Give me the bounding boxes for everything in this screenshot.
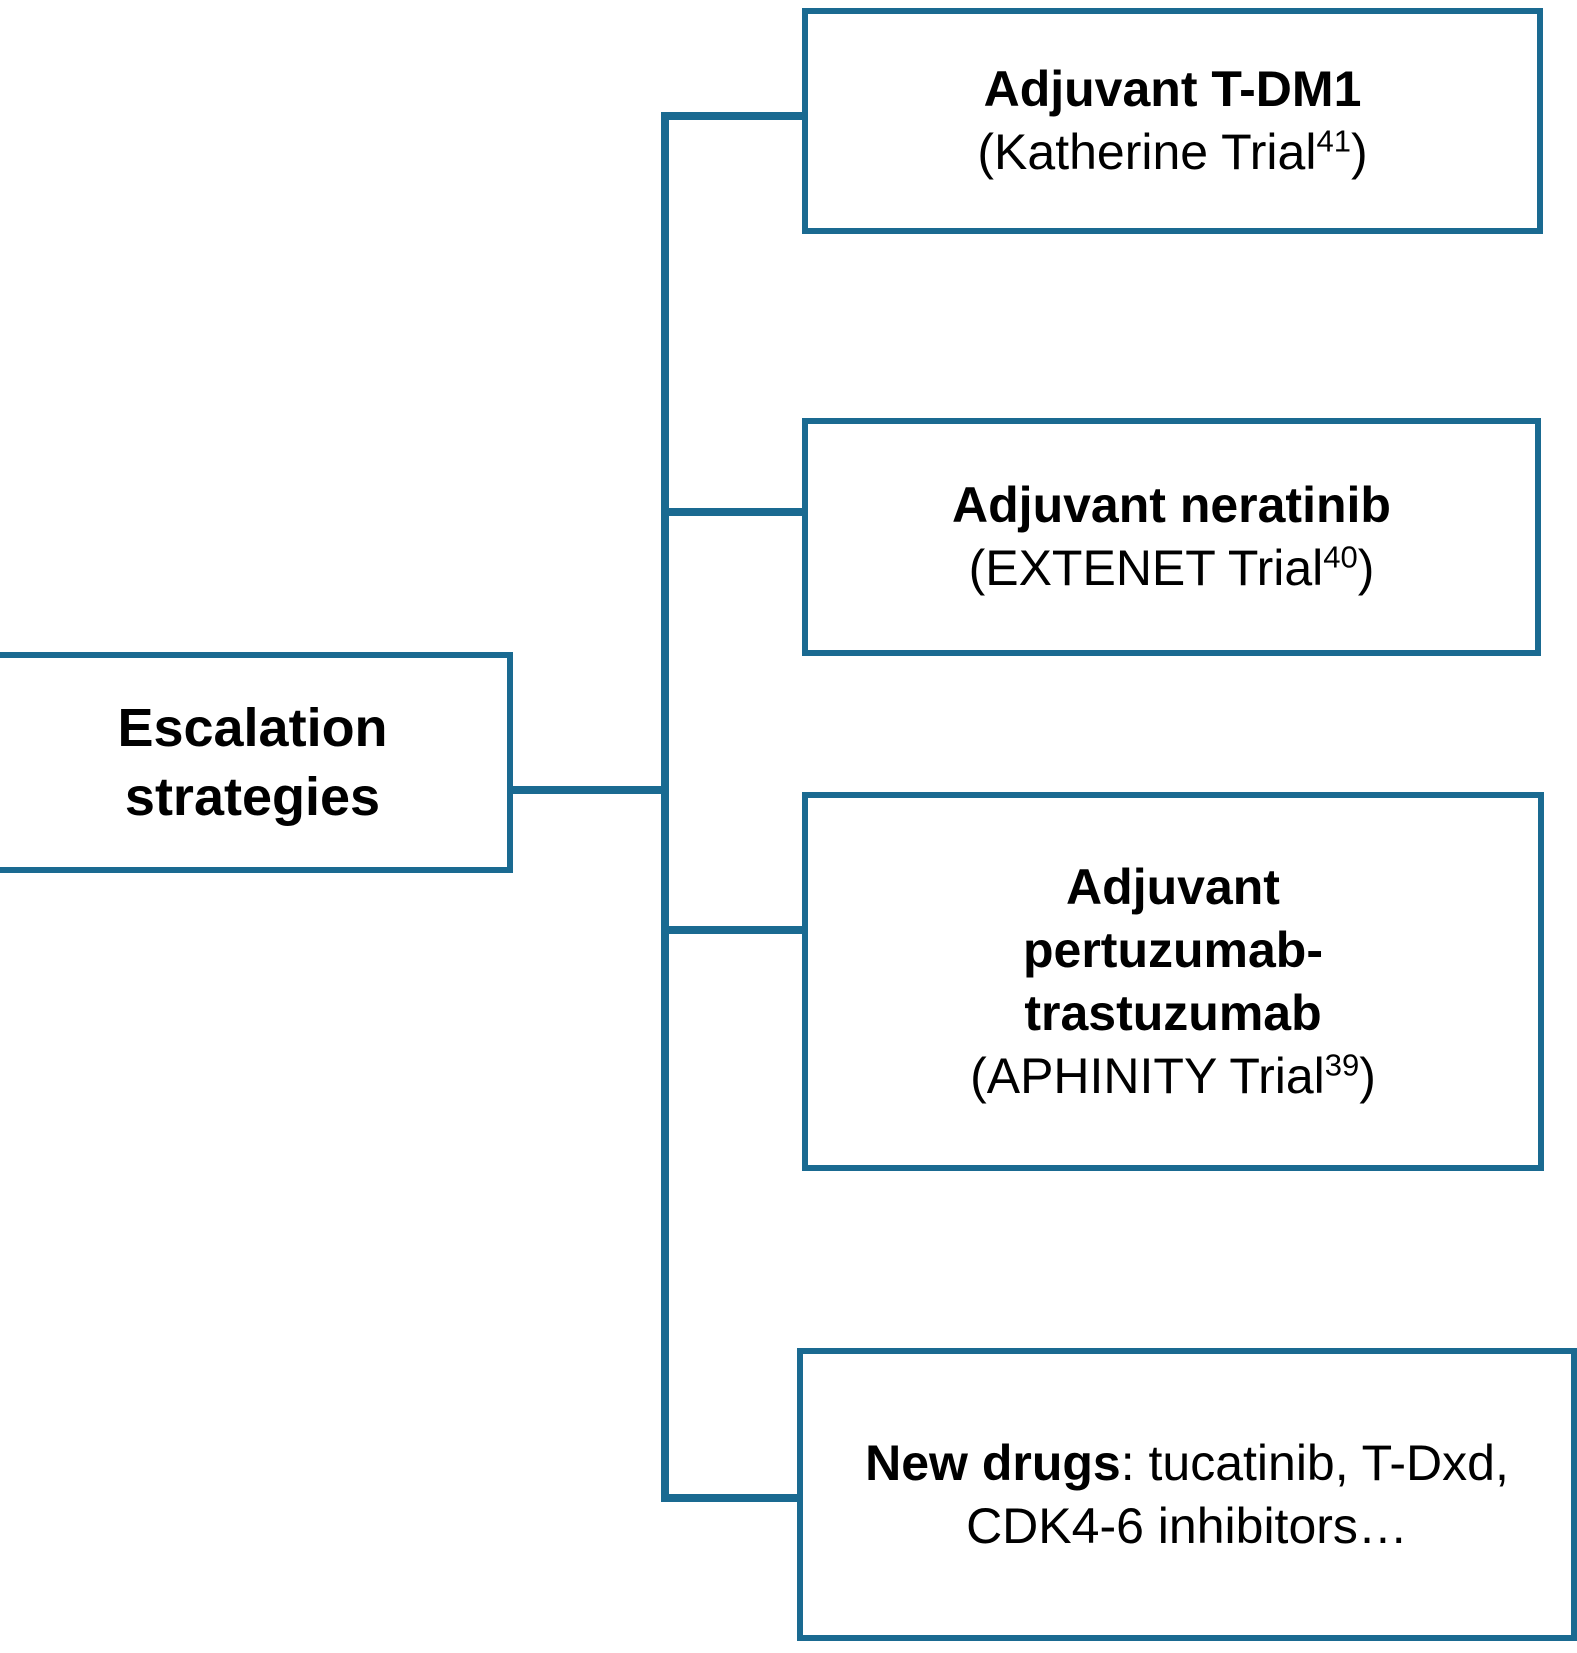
node-3-subtitle: (APHINITY Trial39): [822, 1045, 1524, 1108]
node-3-subtitle-suffix: ): [1359, 1047, 1376, 1104]
node-3-title-line-3: trastuzumab: [1024, 984, 1322, 1041]
connector-branch-4: [661, 1494, 801, 1502]
node-new-drugs[interactable]: New drugs: tucatinib, T-Dxd, CDK4-6 inhi…: [797, 1348, 1577, 1641]
root-label-line-1: Escalation: [117, 698, 388, 759]
node-escalation-strategies[interactable]: Escalation strategies: [0, 652, 513, 873]
node-adjuvant-neratinib[interactable]: Adjuvant neratinib (EXTENET Trial40): [802, 418, 1541, 656]
node-3-title-line-1: Adjuvant: [1066, 858, 1280, 915]
node-1-subtitle-suffix: ): [1350, 124, 1368, 180]
node-4-body: : tucatinib, T-Dxd, CDK4-6 inhibitors…: [966, 1434, 1509, 1554]
node-adjuvant-t-dm1-text: Adjuvant T-DM1 (Katherine Trial41): [808, 58, 1537, 184]
connector-root-stem: [507, 786, 665, 794]
node-2-subtitle-prefix: (EXTENET Trial: [968, 540, 1324, 596]
node-2-subtitle: (EXTENET Trial40): [822, 537, 1521, 600]
connector-branch-3: [661, 926, 806, 934]
node-adjuvant-neratinib-text: Adjuvant neratinib (EXTENET Trial40): [808, 474, 1535, 600]
node-1-title: Adjuvant T-DM1: [983, 61, 1362, 117]
connector-branch-2: [661, 508, 806, 516]
node-escalation-strategies-text: Escalation strategies: [0, 694, 507, 830]
node-3-subtitle-prefix: (APHINITY Trial: [970, 1047, 1325, 1104]
node-1-reference-marker: 41: [1316, 123, 1351, 159]
node-1-subtitle: (Katherine Trial41): [822, 121, 1523, 184]
root-label-line-2: strategies: [124, 766, 381, 827]
node-1-subtitle-prefix: (Katherine Trial: [977, 124, 1317, 180]
node-3-title-line-2: pertuzumab-: [1023, 921, 1323, 978]
node-2-reference-marker: 40: [1323, 539, 1358, 575]
node-2-title: Adjuvant neratinib: [952, 477, 1391, 533]
node-3-reference-marker: 39: [1324, 1046, 1360, 1082]
node-2-subtitle-suffix: ): [1357, 540, 1375, 596]
node-adjuvant-t-dm1[interactable]: Adjuvant T-DM1 (Katherine Trial41): [802, 8, 1543, 234]
connector-branch-1: [661, 112, 806, 120]
node-new-drugs-text: New drugs: tucatinib, T-Dxd, CDK4-6 inhi…: [803, 1432, 1571, 1558]
node-adjuvant-pertuzumab-trastuzumab-text: Adjuvant pertuzumab- trastuzumab (APHINI…: [808, 856, 1538, 1108]
connector-trunk-vertical: [661, 112, 669, 1502]
node-4-bold-lead: New drugs: [865, 1434, 1121, 1491]
node-adjuvant-pertuzumab-trastuzumab[interactable]: Adjuvant pertuzumab- trastuzumab (APHINI…: [802, 792, 1544, 1171]
